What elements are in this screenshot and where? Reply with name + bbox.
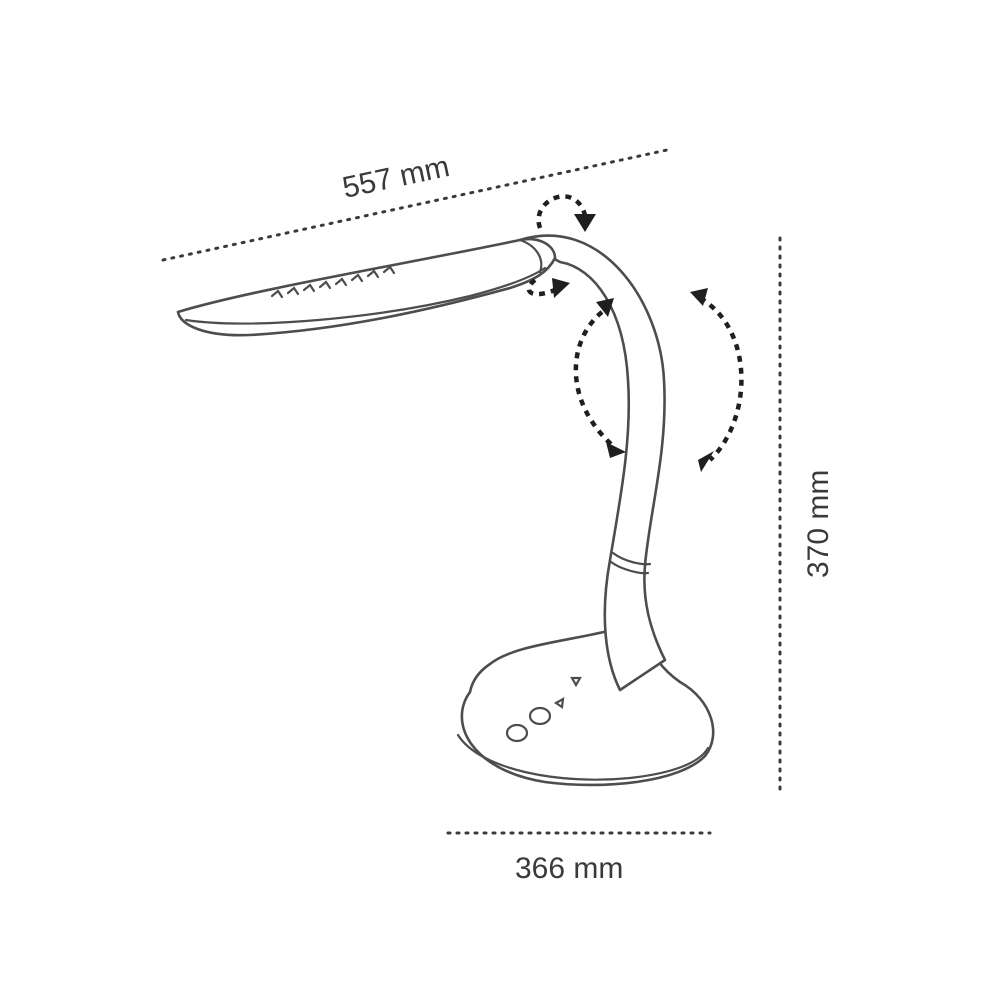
height-label: 370 mm: [802, 470, 835, 578]
touch-button-icon: [505, 723, 529, 743]
led-mark: [382, 265, 396, 275]
head-rotation-path-top: [536, 194, 588, 229]
length-dimension: 557 mm: [161, 148, 669, 262]
base-width-label: 366 mm: [515, 852, 623, 885]
arrowhead: [552, 278, 570, 298]
led-mark: [286, 286, 300, 296]
arrowhead: [596, 298, 614, 317]
gooseneck: [518, 234, 667, 692]
lamp-arm: [518, 234, 667, 692]
led-strip: [270, 265, 396, 299]
brightness-icon: [570, 676, 582, 688]
touch-button-icon: [528, 706, 552, 726]
led-mark: [270, 289, 284, 299]
base-width-dimension: 366 mm: [446, 831, 712, 885]
led-mark: [334, 277, 348, 287]
arm-bend-arrow-left: [573, 298, 626, 458]
head-rotation-arrow-bottom: [526, 278, 570, 298]
brightness-icon: [553, 696, 565, 709]
base-plate: [460, 618, 715, 787]
led-mark: [318, 280, 332, 290]
arrowhead: [606, 442, 626, 458]
head-lower-edge: [184, 266, 547, 325]
length-label: 557 mm: [340, 150, 453, 205]
height-dimension: 370 mm: [778, 236, 835, 792]
head-rotation-path-bottom: [526, 278, 556, 297]
control-panel: [505, 676, 582, 743]
arrowhead: [690, 288, 708, 306]
arm-joint-ring: [611, 551, 652, 566]
head-collar: [518, 238, 543, 274]
lamp-head: [176, 237, 557, 337]
arm-bend-arrow-right: [690, 288, 744, 472]
arm-bend-path-left: [573, 310, 614, 447]
led-mark: [366, 269, 380, 279]
arrowhead: [698, 451, 714, 472]
led-mark: [350, 273, 364, 283]
lamp-base: [456, 618, 715, 787]
led-mark: [302, 283, 316, 293]
head-shell: [176, 237, 557, 337]
arm-joint-ring-2: [609, 560, 650, 575]
base-rim: [456, 733, 710, 781]
arrowhead: [574, 214, 596, 232]
head-rotation-arrow-top: [536, 194, 596, 232]
arm-bend-path-right: [698, 296, 744, 462]
